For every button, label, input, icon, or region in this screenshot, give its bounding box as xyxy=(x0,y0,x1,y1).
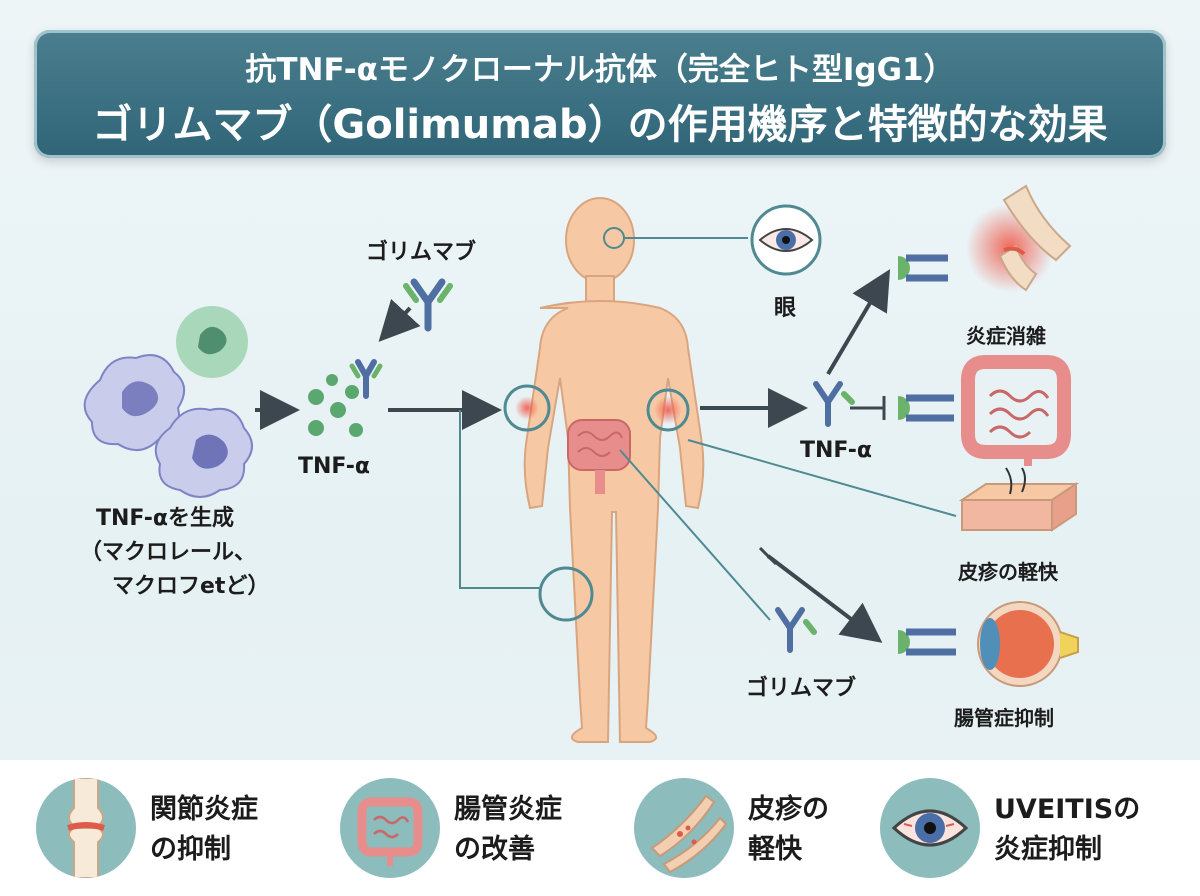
antibody-bound-right xyxy=(813,381,855,427)
joint-icon xyxy=(36,778,136,878)
receptor-intestine xyxy=(898,394,954,422)
eye-label: 眼 xyxy=(774,296,797,321)
arrow-to-joint xyxy=(826,269,891,376)
golimumab-label-top: ゴリムマブ xyxy=(366,240,477,265)
tnf-molecules-left xyxy=(308,374,363,437)
title-line2: ゴリムマブ（Golimumab）の作用機序と特徴的な効果 xyxy=(92,102,1108,148)
target-skin-label: 皮疹の軽快 xyxy=(958,560,1058,584)
receptor-joint xyxy=(898,254,948,282)
golimumab-antibody-top xyxy=(403,278,453,332)
golimumab-antibody-bottom xyxy=(775,607,817,653)
effect-eye-text: UVEITISの 炎症抑制 xyxy=(994,794,1141,865)
effect-intestine: 腸管炎症 の改善 xyxy=(340,778,610,878)
skin-illustration xyxy=(958,467,1080,532)
effect-joint-text: 関節炎症 の抑制 xyxy=(150,794,258,865)
arrow-golimumab-to-tnf xyxy=(378,298,421,342)
title-banner: 抗TNF-αモノクローナル抗体（完全ヒト型IgG1） ゴリムマブ（Golimum… xyxy=(34,30,1166,158)
lymphocyte-nucleus xyxy=(198,326,227,355)
intestine-on-body xyxy=(567,419,631,494)
golimumab-label-bottom: ゴリムマブ xyxy=(746,676,857,701)
eyeball-illustration xyxy=(977,601,1079,687)
antibody-bound-left xyxy=(349,359,383,399)
producer-label-2: （マクロレール、 xyxy=(80,540,257,565)
connector-to-knee xyxy=(459,410,540,589)
producer-label-3: マクロフetど） xyxy=(112,574,270,599)
macrophage-nucleus xyxy=(122,381,159,417)
receptor-eye xyxy=(898,628,956,656)
connector-to-golimumab-bottom xyxy=(619,449,771,621)
effect-intestine-text: 腸管炎症 の改善 xyxy=(454,794,562,865)
elbow-inflammation xyxy=(515,396,539,420)
tnf-label-left: TNF-α xyxy=(298,454,371,479)
arm-highlight xyxy=(646,388,690,432)
target-joint-label: 炎症消雑 xyxy=(966,324,1046,348)
title-line1: 抗TNF-αモノクローナル抗体（完全ヒト型IgG1） xyxy=(245,52,955,88)
arrow-to-eye-target xyxy=(766,554,883,643)
intestine-icon xyxy=(340,778,440,878)
eye-circle xyxy=(750,204,822,276)
elbow-highlight xyxy=(503,384,551,432)
joint-illustration xyxy=(966,184,1072,292)
arm-inflammation xyxy=(654,396,682,424)
effect-skin: 皮疹の 軽快 xyxy=(634,778,904,878)
eye-icon xyxy=(880,778,980,878)
target-eye-label: 腸管症抑制 xyxy=(954,706,1054,730)
connector-to-skin xyxy=(687,439,957,517)
effect-eye: UVEITISの 炎症抑制 xyxy=(880,778,1150,878)
monocyte-nucleus xyxy=(192,434,228,469)
inhibit-bar-bottom xyxy=(758,546,778,566)
producer-label-1: TNF-αを生成 xyxy=(96,506,235,531)
knee-highlight xyxy=(538,566,594,622)
skin-icon xyxy=(634,778,734,878)
immune-cells xyxy=(83,306,253,498)
effects-bar: 関節炎症 の抑制 腸管炎症 の改善 皮疹の 軽快 xyxy=(0,760,1200,896)
effect-skin-text: 皮疹の 軽快 xyxy=(748,794,829,865)
mechanism-diagram xyxy=(83,184,1080,743)
effect-joint: 関節炎症 の抑制 xyxy=(36,778,306,878)
tnf-label-right: TNF-α xyxy=(800,438,873,463)
intestine-illustration xyxy=(961,355,1071,466)
